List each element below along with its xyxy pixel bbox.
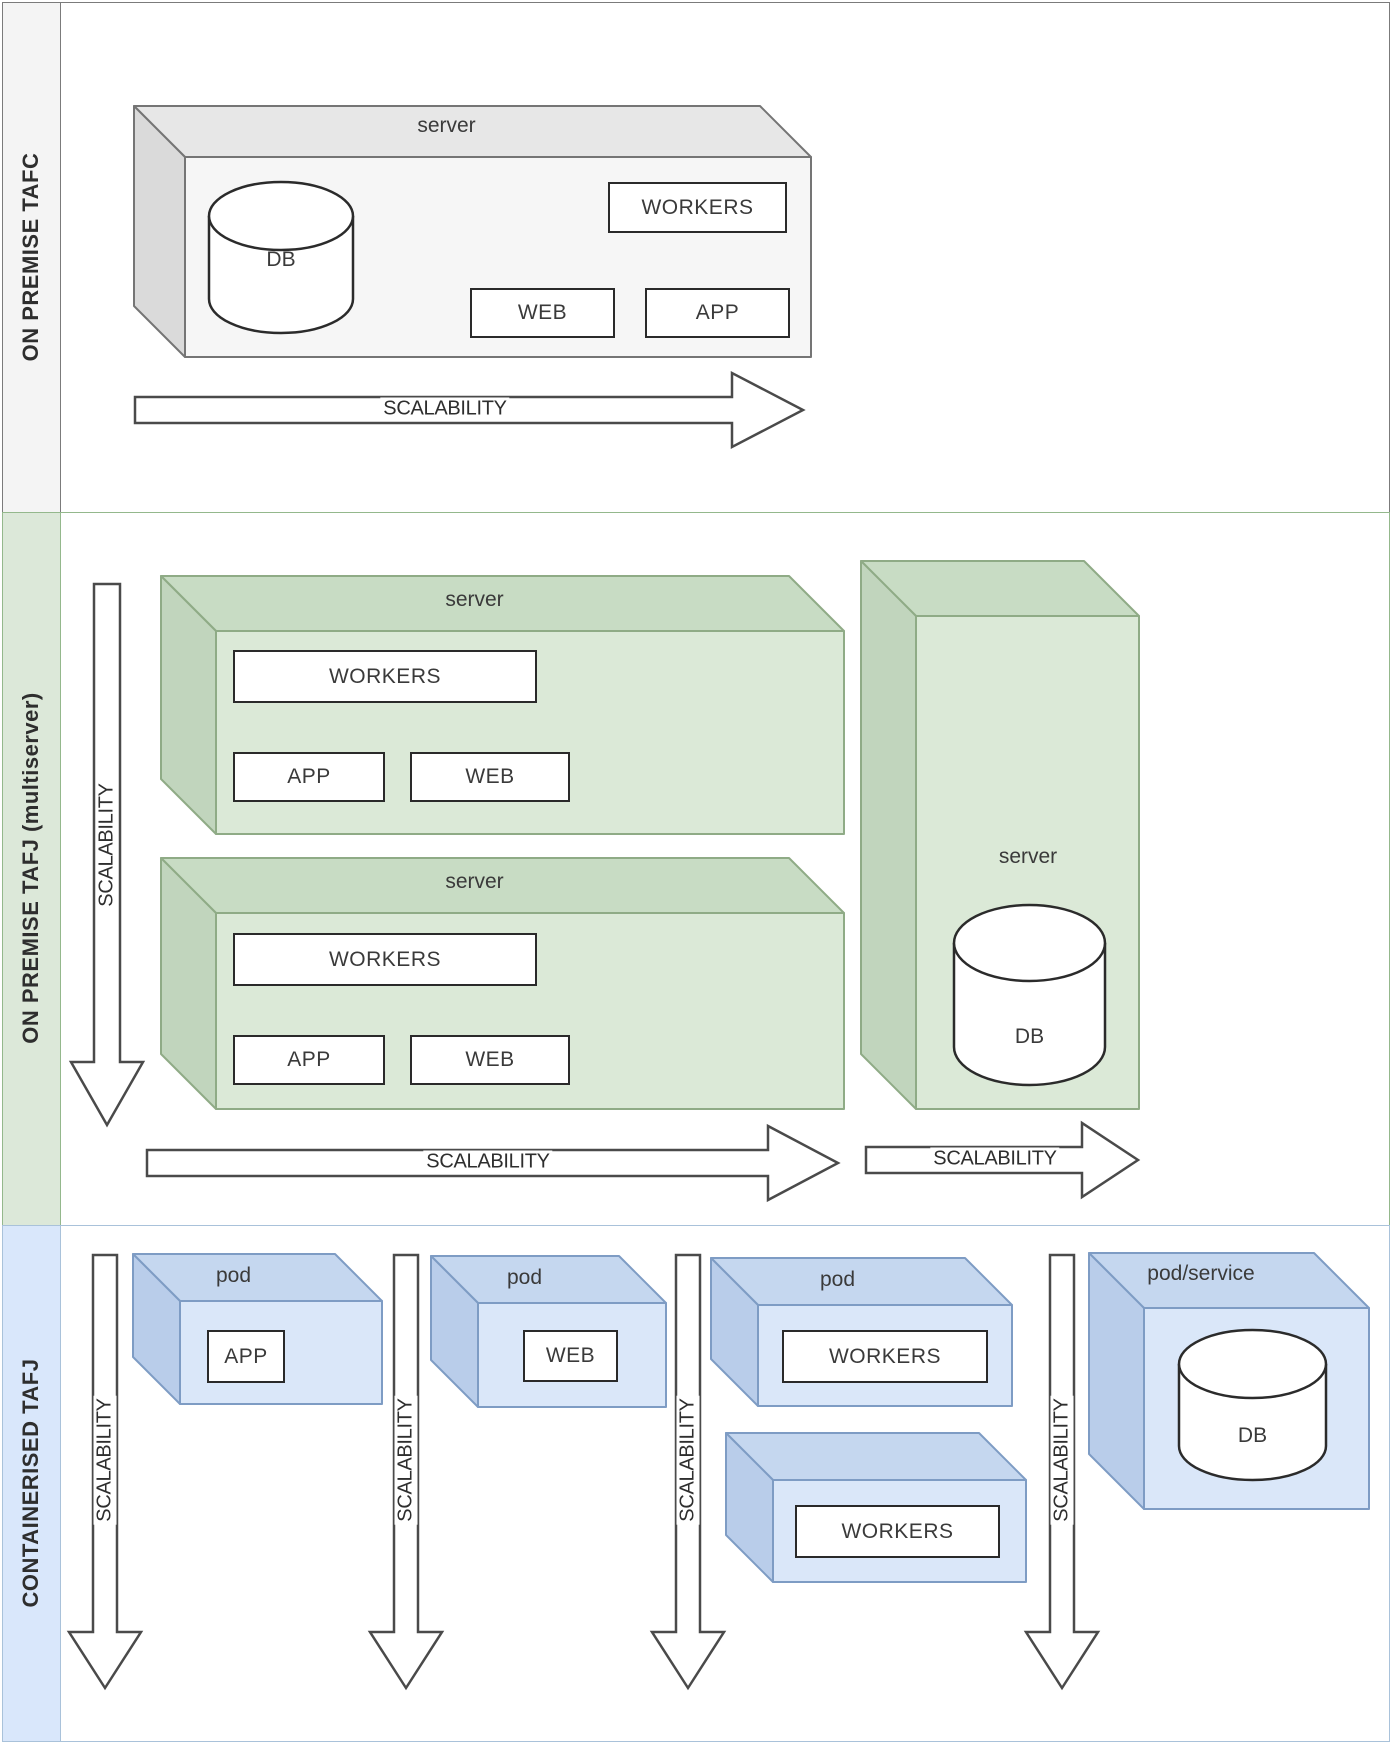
row-label-tafc: ON PREMISE TAFC — [18, 152, 43, 362]
pod-service-db-cylinder — [1177, 1328, 1328, 1482]
tafj-scalability-vertical-label: SCALABILITY — [95, 780, 119, 910]
tafc-app-box: APP — [645, 288, 790, 338]
containerised-scalability-label-4: SCALABILITY — [1050, 1395, 1074, 1525]
pod-web-title: pod — [506, 1266, 543, 1289]
tafj-server1-app-box: APP — [233, 752, 385, 802]
tafj-server2-workers-box: WORKERS — [233, 933, 537, 986]
pod-workers-box: WORKERS — [782, 1330, 988, 1383]
tafj-server2-web-box: WEB — [410, 1035, 570, 1085]
pod-app-box: APP — [207, 1330, 285, 1383]
row-label-cell-tafj — [3, 513, 61, 1226]
row-label-cell-containerised — [3, 1226, 61, 1741]
tafj-db-label: DB — [1014, 1025, 1045, 1048]
tafj-server2-app-box: APP — [233, 1035, 385, 1085]
tafj-db-server-title: server — [998, 845, 1058, 868]
tafc-server-title: server — [417, 114, 476, 137]
containerised-scalability-label-1: SCALABILITY — [93, 1395, 117, 1525]
tafc-db-label: DB — [266, 248, 296, 271]
row-label-containerised: CONTAINERISED TAFJ — [18, 1358, 43, 1608]
row-label-tafj: ON PREMISE TAFJ (multiserver) — [18, 692, 43, 1044]
containerised-scalability-label-2: SCALABILITY — [394, 1395, 418, 1525]
pod-web-box: WEB — [523, 1330, 618, 1382]
tafj-db-cylinder — [952, 903, 1107, 1087]
tafc-workers-box: WORKERS — [608, 182, 787, 233]
tafj-server1-web-box: WEB — [410, 752, 570, 802]
tafc-db-cylinder — [207, 180, 355, 335]
tafj-server1-title: server — [445, 588, 504, 611]
row-label-cell-tafc — [3, 3, 61, 513]
tafc-scalability-label: SCALABILITY — [380, 397, 510, 421]
tafj-server2-title: server — [445, 870, 504, 893]
pod-workers2-box: WORKERS — [795, 1505, 1000, 1558]
tafc-web-box: WEB — [470, 288, 615, 338]
tafj-scalability-h2-label: SCALABILITY — [930, 1147, 1060, 1171]
pod-workers-title: pod — [819, 1268, 856, 1291]
containerised-scalability-label-3: SCALABILITY — [676, 1395, 700, 1525]
pod-service-db-label: DB — [1237, 1424, 1268, 1447]
pod-service-title: pod/service — [1147, 1262, 1255, 1285]
tafj-scalability-h1-label: SCALABILITY — [423, 1150, 553, 1174]
tafj-server1-workers-box: WORKERS — [233, 650, 537, 703]
pod-app-title: pod — [215, 1264, 252, 1287]
